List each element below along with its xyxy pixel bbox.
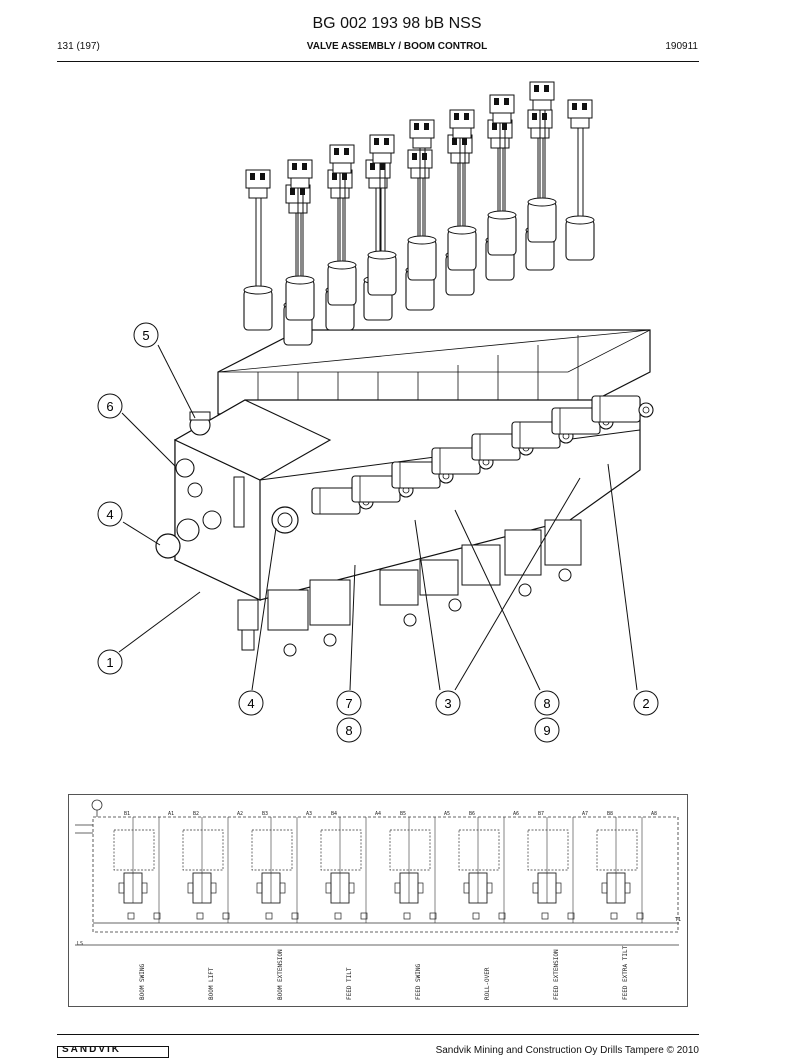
schematic-port-label: A2 — [237, 811, 243, 817]
callout-4-bottom-label: 4 — [247, 696, 254, 711]
footer-rule — [57, 1034, 699, 1035]
schematic-section — [113, 817, 161, 923]
callout-8: 8 — [534, 690, 560, 716]
schematic-section — [320, 817, 368, 923]
callout-4-bottom: 4 — [238, 690, 264, 716]
schematic-port-t1: T1 — [675, 917, 681, 923]
schematic-function-label: BOOM LIFT — [208, 967, 215, 1000]
schematic-port-label: A1 — [168, 811, 174, 817]
schematic-function-label: FEED SWING — [415, 963, 422, 1000]
callout-1-label: 1 — [106, 655, 113, 670]
document-number: BG 002 193 98 bB NSS — [312, 15, 482, 32]
schematic-section — [182, 817, 230, 923]
callout-2: 2 — [633, 690, 659, 716]
callout-8-under-7-label: 8 — [345, 723, 352, 738]
callout-6: 6 — [97, 393, 123, 419]
brand-logo: SANDVIK — [57, 1046, 169, 1058]
callout-7-label: 7 — [345, 696, 352, 711]
callout-5-label: 5 — [142, 328, 149, 343]
schematic-function-label: ROLL-OVER — [484, 967, 491, 1000]
schematic-port-label: B4 — [331, 811, 337, 817]
schematic-function-label: BOOM EXTENSION — [277, 949, 284, 1000]
callout-7: 7 — [336, 690, 362, 716]
schematic-section — [251, 817, 299, 923]
schematic-function-labels: BOOM SWING BOOM LIFT BOOM EXTENSION FEED TI… — [139, 945, 629, 1000]
callout-3: 3 — [435, 690, 461, 716]
callout-9-label: 9 — [543, 723, 550, 738]
date-code: 190911 — [665, 41, 698, 52]
callout-4-left: 4 — [97, 501, 123, 527]
callout-5: 5 — [133, 322, 159, 348]
schematic-section — [596, 817, 644, 923]
schematic-port-label: B3 — [262, 811, 268, 817]
callout-2-label: 2 — [642, 696, 649, 711]
copyright-notice: Sandvik Mining and Construction Oy Drill… — [435, 1045, 699, 1056]
schematic-port-label: B6 — [469, 811, 475, 817]
section-title: VALVE ASSEMBLY / BOOM CONTROL — [306, 41, 488, 52]
schematic-port-label: A4 — [375, 811, 381, 817]
callout-4-left-label: 4 — [106, 507, 113, 522]
schematic-port-label: B1 — [124, 811, 130, 817]
schematic-section — [527, 817, 575, 923]
schematic-function-label: FEED TILT — [346, 967, 353, 1000]
valve-assembly-drawing: 5 6 4 1 4 7 8 3 8 9 2 — [97, 81, 659, 743]
schematic-port-label: B5 — [400, 811, 406, 817]
schematic-port-label: B7 — [538, 811, 544, 817]
schematic-port-label: A7 — [582, 811, 588, 817]
schematic-ports: A1 B1 A2 B2 A3 B3 A4 B4 A5 B5 A6 B6 A7 B7 A8 B8 — [124, 811, 657, 817]
header-rule — [57, 61, 699, 62]
hydraulic-schematic: A1 B1 A2 B2 A3 B3 A4 B4 A5 B5 A6 B6 A7 B7 A8 B8 LS T1 B… — [68, 794, 688, 1007]
schematic-port-ls: LS — [77, 941, 83, 947]
callout-1: 1 — [97, 649, 123, 675]
brand-logo-text: SANDVIK — [62, 1046, 122, 1055]
schematic-section — [458, 817, 506, 923]
schematic-port-label: B8 — [607, 811, 613, 817]
schematic-port-label: A5 — [444, 811, 450, 817]
leader-lines — [118, 344, 638, 691]
schematic-function-label: BOOM SWING — [139, 963, 146, 1000]
schematic-port-label: A8 — [651, 811, 657, 817]
callout-8-under-7: 8 — [336, 717, 362, 743]
schematic-port-label: B2 — [193, 811, 199, 817]
callout-9: 9 — [534, 717, 560, 743]
schematic-port-label: A6 — [513, 811, 519, 817]
schematic-drawing: A1 B1 A2 B2 A3 B3 A4 B4 A5 B5 A6 B6 A7 B7 A8 B8 LS T1 B… — [75, 799, 681, 1000]
callout-6-label: 6 — [106, 399, 113, 414]
schematic-port-label: A3 — [306, 811, 312, 817]
schematic-section — [389, 817, 437, 923]
lower-blocks — [267, 519, 582, 657]
callout-8-label: 8 — [543, 696, 550, 711]
schematic-function-label: FEED EXTRA TILT — [622, 945, 629, 1000]
page-number: 131 (197) — [57, 41, 100, 52]
schematic-function-label: FEED EXTENSION — [553, 949, 560, 1000]
upper-solenoids — [243, 81, 595, 346]
callout-3-label: 3 — [444, 696, 451, 711]
schematic-sections — [113, 817, 644, 923]
